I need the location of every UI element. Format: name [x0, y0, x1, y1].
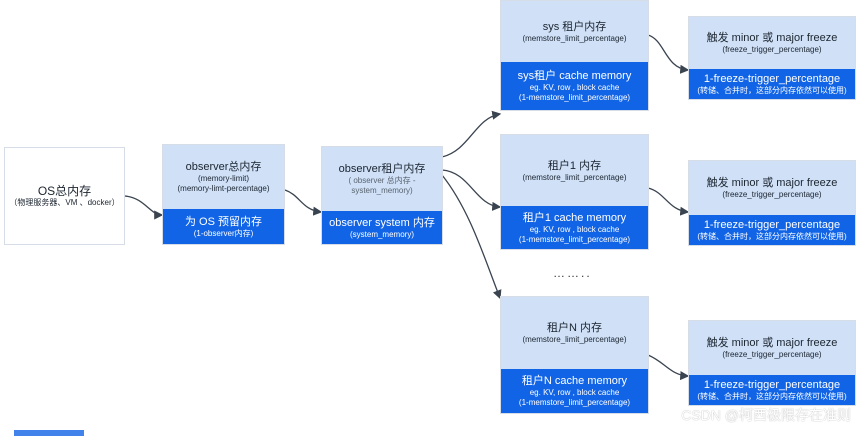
- tenant1-cache-title: 租户1 cache memory: [522, 211, 627, 224]
- freeze-title: 触发 minor 或 major freeze: [706, 32, 838, 44]
- freeze-box-tenant1: 触发 minor 或 major freeze (freeze_trigger_…: [688, 160, 856, 246]
- freeze-bottom-sub: (转储、合并时，这部分内存依然可以使用): [697, 392, 847, 401]
- os-reserve-sub: (1-observer内存): [193, 228, 254, 238]
- freeze-bottom: 1-freeze-trigger_percentage (转储、合并时，这部分内…: [689, 69, 855, 99]
- observer-memory-box: observer总内存 (memory-limit) (memory-limt-…: [162, 144, 285, 245]
- tenantN-cache-section: 租户N cache memory eg. KV, row , block cac…: [501, 369, 648, 413]
- freeze-box-tenantN: 触发 minor 或 major freeze (freeze_trigger_…: [688, 320, 856, 406]
- connector-arrows: [124, 34, 690, 381]
- tenantN-cache-sub2: (1-memstore_limit_percentage): [518, 398, 631, 407]
- freeze-top: 触发 minor 或 major freeze (freeze_trigger_…: [689, 161, 855, 215]
- arrow-tN-freeze: [647, 354, 690, 381]
- arrow-observer-tenant: [284, 189, 323, 216]
- freeze-bottom: 1-freeze-trigger_percentage (转储、合并时，这部分内…: [689, 215, 855, 245]
- tenant1-cache-section: 租户1 cache memory eg. KV, row , block cac…: [501, 206, 648, 249]
- os-reserve-title: 为 OS 预留内存: [184, 215, 262, 228]
- tenantN-top: 租户N 内存 (memstore_limit_percentage): [501, 297, 648, 369]
- tenantN-title: 租户N 内存: [547, 322, 602, 334]
- sys-tenant-title: sys 租户内存: [542, 20, 607, 33]
- sys-tenant-box: sys 租户内存 (memstore_limit_percentage) sys…: [500, 0, 649, 111]
- freeze-bottom-sub: (转储、合并时，这部分内存依然可以使用): [697, 86, 847, 95]
- tenantN-cache-title: 租户N cache memory: [521, 375, 628, 387]
- sys-cache-section: sys租户 cache memory eg. KV, row , block c…: [501, 62, 648, 110]
- sys-cache-title: sys租户 cache memory: [517, 70, 632, 82]
- freeze-top: 触发 minor 或 major freeze (freeze_trigger_…: [689, 17, 855, 69]
- tenant1-title: 租户1 内存: [547, 159, 602, 172]
- os-title: OS总内存: [37, 184, 92, 198]
- system-memory-title: observer system 内存: [329, 216, 435, 229]
- freeze-bottom-title: 1-freeze-trigger_percentage: [703, 73, 841, 85]
- tenantN-sub: (memstore_limit_percentage): [522, 335, 627, 344]
- arrow-tenant-tN: [441, 174, 502, 300]
- freeze-sub: (freeze_trigger_percentage): [722, 190, 822, 199]
- freeze-title: 触发 minor 或 major freeze: [706, 177, 838, 189]
- tenantN-cache-sub1: eg. KV, row , block cache: [529, 388, 620, 397]
- os-reserve-section: 为 OS 预留内存 (1-observer内存): [163, 209, 284, 244]
- sys-tenant-top: sys 租户内存 (memstore_limit_percentage): [501, 1, 648, 62]
- ellipsis-dots: ……..: [553, 266, 592, 280]
- tenantN-box: 租户N 内存 (memstore_limit_percentage) 租户N c…: [500, 296, 649, 414]
- observer-sub1: (memory-limit): [197, 174, 250, 183]
- tenant1-cache-sub2: (1-memstore_limit_percentage): [518, 234, 631, 244]
- arrow-tenant-t1: [441, 169, 502, 211]
- system-memory-section: observer system 内存 (system_memory): [322, 211, 442, 244]
- freeze-bottom-title: 1-freeze-trigger_percentage: [703, 219, 841, 231]
- tenant1-box: 租户1 内存 (memstore_limit_percentage) 租户1 c…: [500, 134, 649, 250]
- watermark: CSDN @柯西极限存在准则: [681, 407, 851, 423]
- tenant-memory-sub2: system_memory): [351, 186, 413, 195]
- freeze-bottom-title: 1-freeze-trigger_percentage: [703, 379, 841, 391]
- arrow-t1-freeze: [647, 187, 690, 216]
- tenant1-top: 租户1 内存 (memstore_limit_percentage): [501, 135, 648, 206]
- freeze-top: 触发 minor 或 major freeze (freeze_trigger_…: [689, 321, 855, 375]
- freeze-bottom-sub: (转储、合并时，这部分内存依然可以使用): [697, 232, 847, 241]
- observer-memory-top: observer总内存 (memory-limit) (memory-limt-…: [163, 145, 284, 209]
- tenant1-sub: (memstore_limit_percentage): [522, 172, 627, 182]
- freeze-sub: (freeze_trigger_percentage): [722, 45, 822, 54]
- os-sub: （物理服务器、VM 、docker）: [9, 198, 120, 207]
- tenant-memory-box: observer租户内存 ( observer 总内存 - system_mem…: [321, 146, 443, 245]
- brand-logo: [14, 423, 104, 436]
- os-memory-box: OS总内存 （物理服务器、VM 、docker）: [4, 147, 125, 245]
- sys-cache-sub1: eg. KV, row , block cache: [529, 83, 620, 92]
- system-memory-sub: (system_memory): [349, 229, 414, 239]
- freeze-bottom: 1-freeze-trigger_percentage (转储、合并时，这部分内…: [689, 375, 855, 405]
- freeze-title: 触发 minor 或 major freeze: [706, 337, 838, 349]
- observer-sub2: (memory-limt-percentage): [177, 184, 270, 193]
- freeze-box-sys: 触发 minor 或 major freeze (freeze_trigger_…: [688, 16, 856, 100]
- arrow-sys-freeze: [647, 34, 690, 74]
- arrow-os-observer: [124, 195, 164, 220]
- tenant-memory-sub1: ( observer 总内存 -: [348, 176, 416, 185]
- sys-cache-sub2: (1-memstore_limit_percentage): [518, 93, 631, 102]
- tenant-memory-title: observer租户内存: [338, 163, 426, 175]
- sys-tenant-sub: (memstore_limit_percentage): [522, 33, 627, 43]
- tenant-memory-top: observer租户内存 ( observer 总内存 - system_mem…: [322, 147, 442, 211]
- observer-title: observer总内存: [185, 161, 262, 173]
- tenant1-cache-sub1: eg. KV, row , block cache: [529, 224, 620, 234]
- freeze-sub: (freeze_trigger_percentage): [722, 350, 822, 359]
- arrow-tenant-sys: [441, 110, 502, 158]
